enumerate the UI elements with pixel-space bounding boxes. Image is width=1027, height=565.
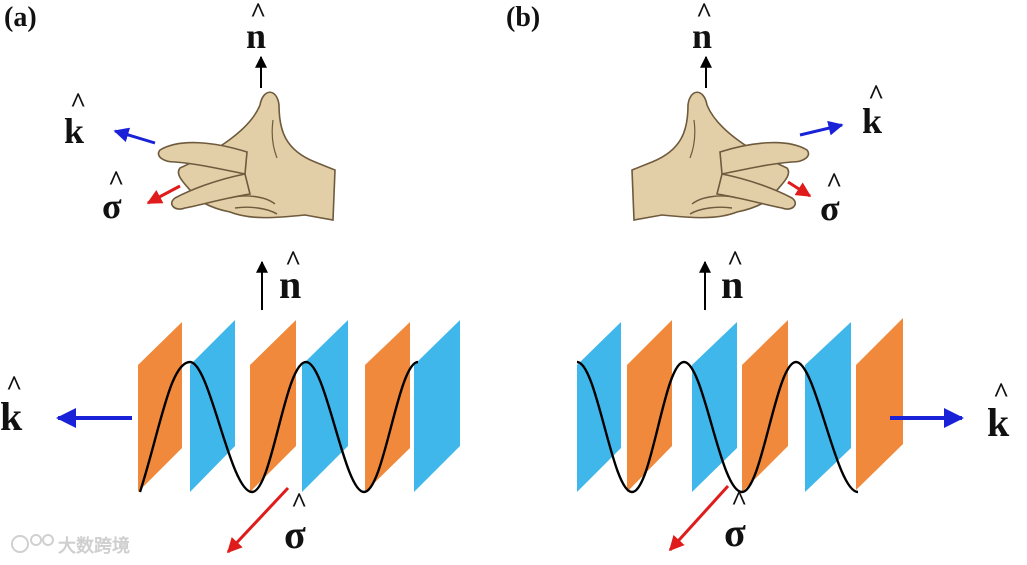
hat-sigma-wave-b: ^ xyxy=(731,486,747,517)
watermark-logo-icon xyxy=(30,534,42,546)
hat-k-wave-b: ^ xyxy=(993,378,1009,409)
plate-blue xyxy=(692,322,737,492)
hat-n-hand-a: ^ xyxy=(250,0,266,29)
vector-n-wave-b: n xyxy=(721,262,743,307)
vector-k-wave-b: k xyxy=(987,400,1010,445)
wave-curve xyxy=(576,360,859,494)
watermark-text: 大数跨境 xyxy=(58,535,130,557)
plate-blue xyxy=(805,322,851,492)
vector-n-hand-b: n xyxy=(692,16,712,56)
hat-n-hand-b: ^ xyxy=(696,0,712,29)
plate-blue xyxy=(302,320,348,492)
hat-k-hand-a: ^ xyxy=(70,88,86,119)
arrow-icon xyxy=(113,127,156,145)
panel-b: (b) ^ n ^ k ^ σ ^ n ^ k xyxy=(506,0,1010,555)
vector-sigma-hand-b: σ xyxy=(820,188,840,228)
panel-label-a: (a) xyxy=(4,2,37,33)
plate-orange xyxy=(856,318,903,490)
plate-orange xyxy=(365,322,410,492)
watermark-logo-icon xyxy=(42,534,54,546)
vector-k-hand-b: k xyxy=(862,101,882,141)
watermark: 大数跨境 xyxy=(11,534,130,557)
arrow-icon xyxy=(146,184,181,205)
right-hand-icon xyxy=(157,91,336,221)
plate-orange xyxy=(742,320,788,492)
arrow-icon xyxy=(799,120,844,137)
arrow-icon xyxy=(226,486,290,554)
plate-orange xyxy=(250,320,296,492)
watermark-logo-icon xyxy=(11,535,29,553)
hat-k-hand-b: ^ xyxy=(868,80,884,111)
vector-k-hand-a: k xyxy=(64,111,84,151)
arrow-icon xyxy=(668,484,730,552)
plate-orange xyxy=(627,320,672,492)
vector-n-wave-a: n xyxy=(279,262,301,307)
plate-blue xyxy=(414,320,460,492)
hat-n-wave-b: ^ xyxy=(727,246,743,277)
vector-sigma-wave-a: σ xyxy=(284,512,306,557)
right-hand-icon xyxy=(631,91,810,221)
hat-sigma-wave-a: ^ xyxy=(291,488,307,519)
vector-sigma-wave-b: σ xyxy=(724,510,746,555)
panel-label-b: (b) xyxy=(506,2,540,33)
arrow-icon xyxy=(787,180,812,198)
hat-k-wave-a: ^ xyxy=(6,371,22,402)
vector-k-wave-a: k xyxy=(0,394,23,439)
panel-a: (a) ^ n ^ k ^ σ ^ n ^ k xyxy=(0,0,460,557)
hat-sigma-hand-a: ^ xyxy=(108,166,124,197)
plate-orange xyxy=(138,322,182,492)
vector-n-hand-a: n xyxy=(246,16,266,56)
wave-curve xyxy=(138,360,419,494)
hat-sigma-hand-b: ^ xyxy=(826,168,842,199)
vector-sigma-hand-a: σ xyxy=(102,186,122,226)
hat-n-wave-a: ^ xyxy=(285,246,301,277)
